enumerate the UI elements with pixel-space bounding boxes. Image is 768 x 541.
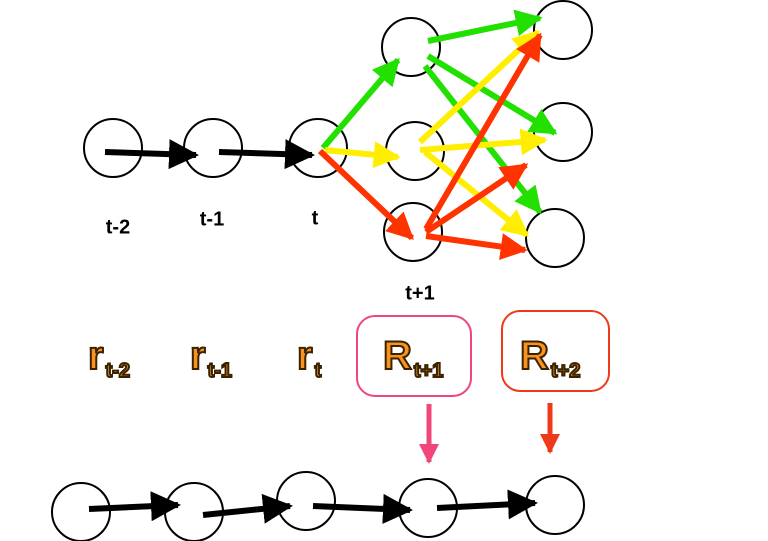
arrow-t-minus-2-to-t-minus-1 <box>104 139 199 170</box>
reward-subscript: t-2 <box>105 359 131 383</box>
label-t: t <box>311 207 319 230</box>
arrow-red-to-mid <box>424 162 529 235</box>
reward-symbol: R <box>382 333 413 379</box>
reward-symbol: r <box>87 333 105 379</box>
node-t-plus-2-bottom <box>525 208 585 268</box>
bottom-arrow-3 <box>312 493 413 524</box>
bottom-arrow-1 <box>88 491 181 522</box>
bottom-node-1 <box>51 482 111 541</box>
bottom-arrow-2 <box>202 493 293 524</box>
arrow-t-to-top-green <box>320 57 401 150</box>
reward-subscript: t+1 <box>413 359 445 383</box>
arrow-t-to-mid-yellow <box>324 141 401 169</box>
reward-symbol: r <box>189 333 207 379</box>
arrow-red-to-bottom <box>425 233 528 260</box>
arrow-t-to-bottom-red <box>317 148 415 241</box>
node-t-minus-1 <box>183 118 243 178</box>
label-t-plus-1: t+1 <box>405 282 435 305</box>
reward-subscript: t+2 <box>550 359 582 383</box>
node-t-plus-2-mid <box>533 102 593 162</box>
reward-box-t-plus-2 <box>501 310 610 392</box>
reward-symbol: r <box>296 333 314 379</box>
node-t-minus-2 <box>83 118 143 178</box>
bottom-arrow-4 <box>436 489 538 520</box>
arrow-red-to-top <box>423 32 543 231</box>
label-t-minus-1: t-1 <box>199 208 225 231</box>
node-t-plus-2-top <box>533 0 593 60</box>
reward-box-t-plus-1 <box>356 315 472 397</box>
arrow-t-minus-1-to-t <box>218 139 315 170</box>
arrow-green-to-mid <box>426 53 558 136</box>
bottom-node-3 <box>276 471 336 531</box>
label-t-minus-2: t-2 <box>105 216 131 239</box>
arrow-yellow-to-mid <box>419 128 548 156</box>
arrow-yellow-to-bottom <box>423 149 530 238</box>
arrow-green-to-top <box>427 9 543 44</box>
reward-subscript: t <box>314 359 323 383</box>
reward-subscript: t-1 <box>207 359 233 383</box>
reward-symbol: R <box>519 333 550 379</box>
